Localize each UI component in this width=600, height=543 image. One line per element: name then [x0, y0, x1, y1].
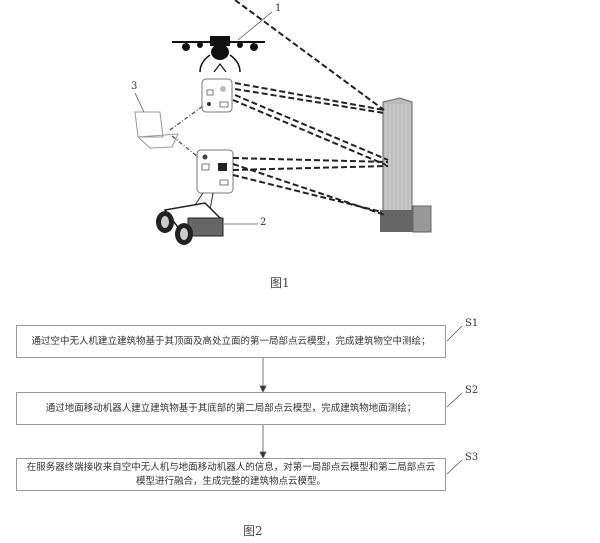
laptop-icon: [134, 111, 179, 149]
step-box-s2: 通过地面移动机器人建立建筑物基于其底部的第二局部点云模型，完成建筑物地面测绘；: [16, 392, 446, 425]
robot-sensor-module-icon: [194, 149, 234, 211]
figure-2-caption: 图2: [243, 524, 263, 538]
step-text: 在服务器终端接收来自空中无人机与地面移动机器人的信息，对第一局部点云模型和第二局…: [26, 461, 436, 487]
ground-robot-icon: [156, 202, 224, 245]
step-label-s3: S3: [465, 452, 479, 463]
step-label-s1: S1: [465, 318, 479, 329]
wireless-links: [169, 105, 204, 158]
label-server: 3: [131, 81, 138, 92]
drone-sensor-module-icon: [201, 78, 233, 113]
step-label-s2: S2: [465, 385, 479, 396]
drone-icon: [172, 36, 265, 73]
step-text: 通过空中无人机建立建筑物基于其顶面及高处立面的第一局部点云模型，完成建筑物空中测…: [31, 335, 431, 347]
step-box-s3: 在服务器终端接收来自空中无人机与地面移动机器人的信息，对第一局部点云模型和第二局…: [16, 458, 446, 491]
step-text: 通过地面移动机器人建立建筑物基于其底部的第二局部点云模型，完成建筑物地面测绘；: [45, 402, 417, 414]
leader-line-3: [134, 92, 145, 113]
laser-scan-lines: [232, 0, 389, 216]
label-robot: 2: [260, 217, 267, 228]
figure-1-caption: 图1: [270, 276, 290, 290]
label-drone: 1: [275, 3, 282, 14]
leader-line-1: [237, 11, 273, 41]
flow-arrows: [259, 325, 463, 475]
step-box-s1: 通过空中无人机建立建筑物基于其顶面及高处立面的第一局部点云模型，完成建筑物空中测…: [16, 325, 446, 358]
building-icon: [380, 97, 432, 233]
